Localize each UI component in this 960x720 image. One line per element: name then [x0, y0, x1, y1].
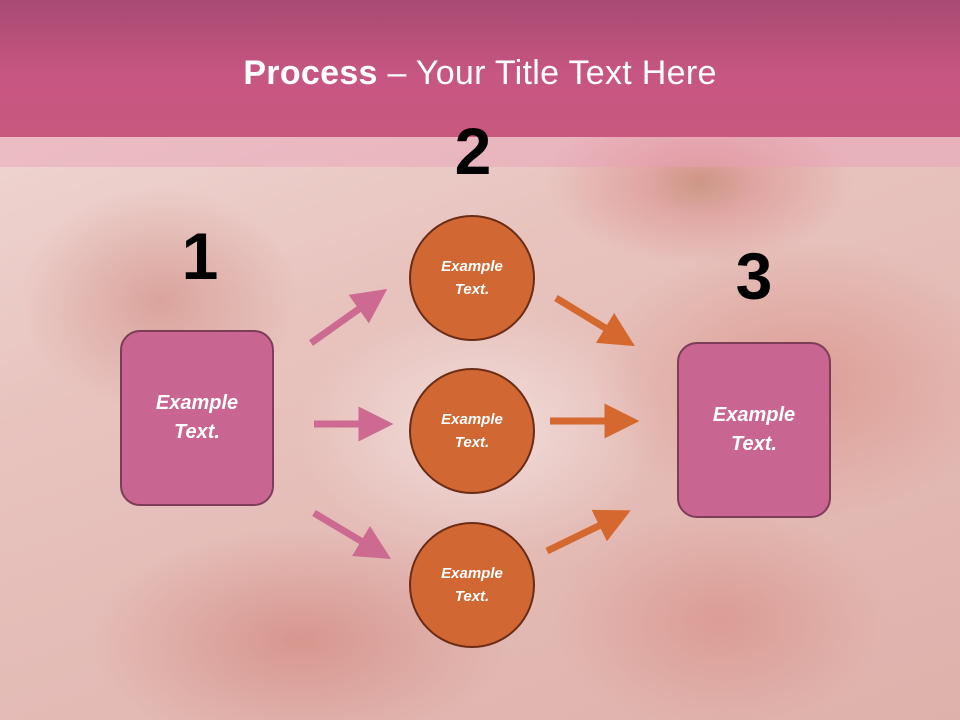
left-box[interactable]: Example Text. [120, 330, 274, 506]
step-number-2: 2 [454, 114, 492, 188]
circle-bottom-line1: Example [441, 565, 503, 582]
left-box-line1: Example [155, 392, 239, 414]
title-banner [0, 0, 960, 137]
circle-middle-line1: Example [441, 411, 503, 428]
step-number-1: 1 [181, 219, 219, 293]
right-box-line1: Example [712, 404, 796, 426]
circle-middle-line2: Text. [454, 434, 490, 451]
slide-title[interactable]: Process – Your Title Text Here [0, 54, 960, 93]
title-rest: – Your Title Text Here [377, 54, 717, 92]
circle-middle[interactable]: Example Text. [409, 368, 535, 494]
circle-bottom[interactable]: Example Text. [409, 522, 535, 648]
left-box-line2: Text. [174, 421, 220, 443]
arrow-left-down [312, 509, 392, 559]
banner-strip [0, 137, 960, 167]
circle-bottom-line2: Text. [454, 588, 490, 605]
circle-top-line2: Text. [454, 281, 490, 298]
circle-top[interactable]: Example Text. [409, 215, 535, 341]
right-box[interactable]: Example Text. [677, 342, 831, 518]
arrow-left-up [308, 288, 388, 346]
arrow-right-up [554, 295, 635, 347]
step-number-3: 3 [735, 239, 773, 313]
circle-top-line1: Example [441, 258, 503, 275]
right-box-line2: Text. [731, 433, 777, 455]
arrow-right-down [545, 509, 631, 555]
title-bold: Process [243, 54, 378, 92]
